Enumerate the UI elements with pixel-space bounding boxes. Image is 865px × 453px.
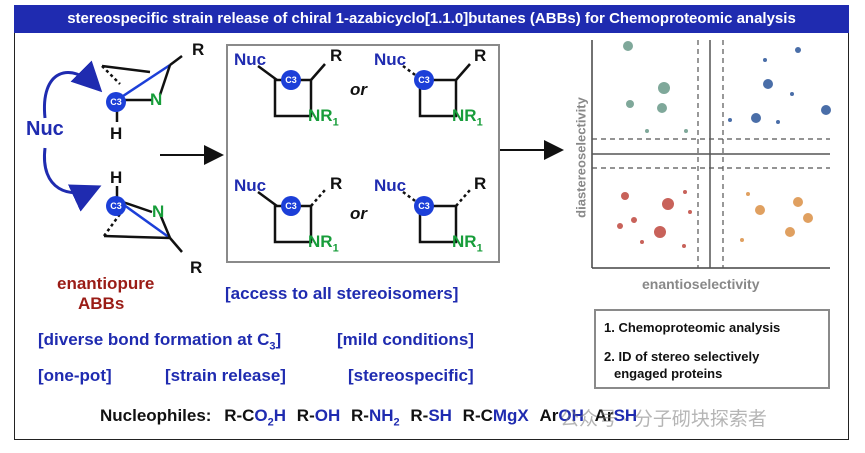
nucleophile-item: R-CO2H bbox=[224, 406, 287, 429]
product-nr1: NR1 bbox=[452, 232, 483, 255]
strain-label: [strain release] bbox=[165, 366, 286, 385]
note-item-2-line2: engaged proteins bbox=[614, 366, 723, 381]
onepot-label: [one-pot] bbox=[38, 366, 112, 385]
plot-point bbox=[640, 240, 644, 244]
plot-point bbox=[688, 210, 692, 214]
plot-point bbox=[763, 58, 767, 62]
plot-point bbox=[682, 244, 686, 248]
nucleophile-item: ArSH bbox=[594, 406, 638, 425]
plot-point bbox=[795, 47, 801, 53]
notes-box bbox=[594, 309, 830, 389]
abb-top-r: R bbox=[192, 40, 205, 59]
abb-bottom-r: R bbox=[190, 258, 203, 277]
abb-bottom-h: H bbox=[110, 168, 123, 187]
nucleophiles-row: Nucleophiles: R-CO2H R-OH R-NH2 R-SH R-C… bbox=[100, 406, 637, 428]
plot-point bbox=[728, 118, 732, 122]
product-nr1: NR1 bbox=[308, 106, 339, 129]
plot-point bbox=[755, 205, 765, 215]
plot-point bbox=[790, 92, 794, 96]
product-r: R bbox=[330, 174, 343, 193]
product-nuc: Nuc bbox=[234, 176, 267, 195]
product-r: R bbox=[330, 46, 343, 65]
c3-badge: C3 bbox=[414, 196, 434, 216]
nucleophile-item: R-NH2 bbox=[350, 406, 400, 429]
product-r: R bbox=[474, 46, 487, 65]
c3-badge: C3 bbox=[106, 196, 126, 216]
plot-point bbox=[785, 227, 795, 237]
products-box bbox=[226, 44, 500, 263]
mild-label: [mild conditions] bbox=[337, 330, 474, 349]
or-label: or bbox=[350, 80, 367, 99]
plot-point bbox=[746, 192, 750, 196]
plot-point bbox=[740, 238, 744, 242]
product-nuc: Nuc bbox=[374, 176, 407, 195]
plot-point bbox=[658, 82, 670, 94]
selectivity-plot bbox=[591, 40, 831, 269]
plot-point bbox=[645, 129, 649, 133]
nucleophile-item: R-SH bbox=[410, 406, 452, 425]
plot-point bbox=[617, 223, 623, 229]
nucleophile-item: R-OH bbox=[296, 406, 341, 425]
plot-point bbox=[623, 41, 633, 51]
product-nr1: NR1 bbox=[308, 232, 339, 255]
plot-point bbox=[803, 213, 813, 223]
nuc-attack-arrow-top bbox=[42, 60, 103, 119]
plot-point bbox=[763, 79, 773, 89]
product-nr1: NR1 bbox=[452, 106, 483, 129]
c3-badge: C3 bbox=[281, 196, 301, 216]
product-nuc: Nuc bbox=[234, 50, 267, 69]
c3-badge: C3 bbox=[281, 70, 301, 90]
nuc-label: Nuc bbox=[26, 118, 64, 140]
abb-top-n: N bbox=[150, 90, 163, 109]
abb-bottom-n: N bbox=[152, 202, 165, 221]
banner-title: stereospecific strain release of chiral … bbox=[14, 5, 849, 33]
plot-point bbox=[821, 105, 831, 115]
access-label: [access to all stereoisomers] bbox=[225, 284, 459, 303]
plot-point bbox=[657, 103, 667, 113]
plot-point bbox=[684, 129, 688, 133]
note-item-2-line1: 2. ID of stereo selectively bbox=[604, 349, 760, 364]
plot-point bbox=[751, 113, 761, 123]
plot-point bbox=[776, 120, 780, 124]
stereospecific-label: [stereospecific] bbox=[348, 366, 474, 385]
c3-badge: C3 bbox=[414, 70, 434, 90]
nucleophile-item: R-CMgX bbox=[462, 406, 529, 425]
watermark-text: 公众号 · 分子砌块探索者 bbox=[560, 409, 767, 430]
abb-top-h: H bbox=[110, 124, 123, 143]
c3-badge: C3 bbox=[106, 92, 126, 112]
plot-point bbox=[626, 100, 634, 108]
note-item-1: 1. Chemoproteomic analysis bbox=[604, 320, 781, 335]
plot-xlabel: enantioselectivity bbox=[642, 276, 760, 292]
plot-point bbox=[662, 198, 674, 210]
plot-ylabel: diastereoselectivity bbox=[573, 97, 589, 218]
diverse-label: [diverse bond formation at C3] bbox=[38, 330, 282, 353]
plot-point bbox=[654, 226, 666, 238]
or-label: or bbox=[350, 204, 367, 223]
nucleophiles-label: Nucleophiles: bbox=[100, 406, 212, 425]
plot-point bbox=[683, 190, 687, 194]
enantiopure-label: enantiopure bbox=[57, 274, 155, 293]
abb-top-structure bbox=[101, 55, 183, 122]
plot-point bbox=[631, 217, 637, 223]
plot-point bbox=[621, 192, 629, 200]
nucleophile-item: ArOH bbox=[539, 406, 584, 425]
abbs-label: ABBs bbox=[78, 294, 125, 313]
plot-point bbox=[793, 197, 803, 207]
nuc-attack-arrow-bottom bbox=[42, 147, 102, 212]
product-nuc: Nuc bbox=[374, 50, 407, 69]
product-r: R bbox=[474, 174, 487, 193]
